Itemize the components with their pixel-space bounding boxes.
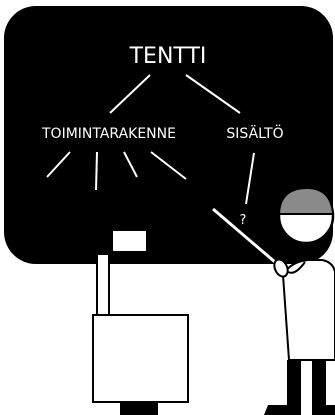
branch-line-right [185, 74, 241, 114]
teacher-figure [212, 186, 335, 415]
teacher-foot-right [312, 405, 335, 415]
lectern-icon [92, 229, 189, 415]
blackboard [4, 6, 333, 264]
sub-line-4 [150, 151, 187, 180]
lectern-base [120, 402, 158, 415]
question-mark: ? [240, 213, 247, 228]
sub-line-right [245, 152, 255, 205]
teacher-hand [273, 258, 289, 278]
hard-hat-icon [277, 186, 335, 215]
teacher-foot-left [264, 405, 301, 415]
lectern-pole [96, 253, 110, 323]
branch-line-left [109, 74, 151, 114]
lectern-top-card [111, 229, 148, 253]
sub-line-1 [46, 151, 71, 178]
board-title: TENTTI [129, 44, 207, 69]
sub-line-3 [123, 151, 138, 178]
teacher-body [281, 259, 335, 361]
pointer-stick-icon [212, 207, 283, 270]
left-branch-label: TOIMINTARAKENNE [41, 126, 176, 142]
tree-lines [46, 74, 255, 205]
sub-line-2 [95, 151, 98, 191]
teacher-leg-left [287, 360, 301, 415]
lectern-box [92, 314, 189, 403]
right-branch-label: SISÄLTÖ [226, 124, 283, 142]
teacher-leg-right [312, 360, 326, 415]
